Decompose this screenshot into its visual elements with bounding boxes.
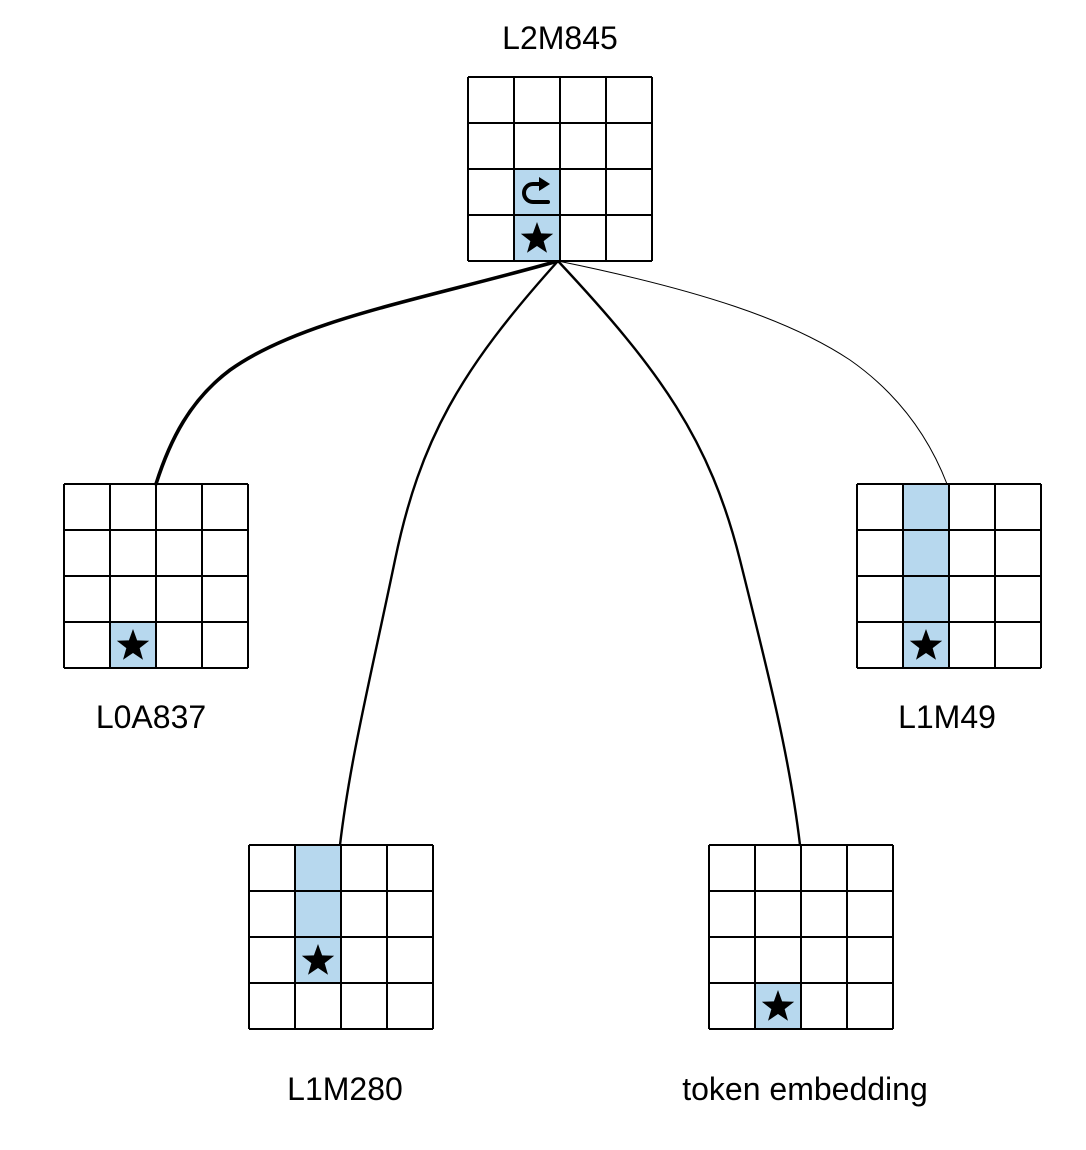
highlight-cell bbox=[903, 484, 949, 530]
node-label: L0A837 bbox=[96, 699, 206, 735]
grid bbox=[248, 844, 434, 1030]
star-icon bbox=[520, 222, 554, 253]
grid bbox=[708, 844, 894, 1030]
highlight-cell bbox=[903, 530, 949, 576]
star-icon bbox=[116, 629, 150, 660]
star-icon bbox=[301, 944, 335, 975]
highlight-cell bbox=[514, 169, 560, 215]
node-label: L2M845 bbox=[502, 20, 618, 56]
highlight-cell bbox=[295, 845, 341, 891]
star-icon bbox=[761, 990, 795, 1021]
edges-layer bbox=[154, 259, 948, 847]
node-label: L1M49 bbox=[898, 699, 996, 735]
node-L2M845: L2M845 bbox=[467, 20, 653, 262]
node-L1M280: L1M280 bbox=[248, 844, 434, 1107]
edge-L2M845-to-L1M280 bbox=[338, 259, 560, 847]
node-token-embedding: token embedding bbox=[682, 844, 928, 1107]
edge-L2M845-to-token-embedding bbox=[556, 259, 802, 847]
star-icon bbox=[909, 629, 943, 660]
grid bbox=[856, 483, 1042, 669]
grid bbox=[63, 483, 249, 669]
grid bbox=[467, 76, 653, 262]
node-L1M49: L1M49 bbox=[856, 483, 1042, 735]
highlight-cell bbox=[903, 576, 949, 622]
curved-arrow-icon bbox=[522, 177, 550, 204]
edge-L2M845-to-L0A837 bbox=[154, 259, 560, 486]
edge-L2M845-to-L1M49 bbox=[557, 260, 948, 485]
node-L0A837: L0A837 bbox=[63, 483, 249, 735]
node-label: token embedding bbox=[682, 1071, 928, 1107]
highlight-cell bbox=[295, 891, 341, 937]
node-label: L1M280 bbox=[287, 1071, 403, 1107]
